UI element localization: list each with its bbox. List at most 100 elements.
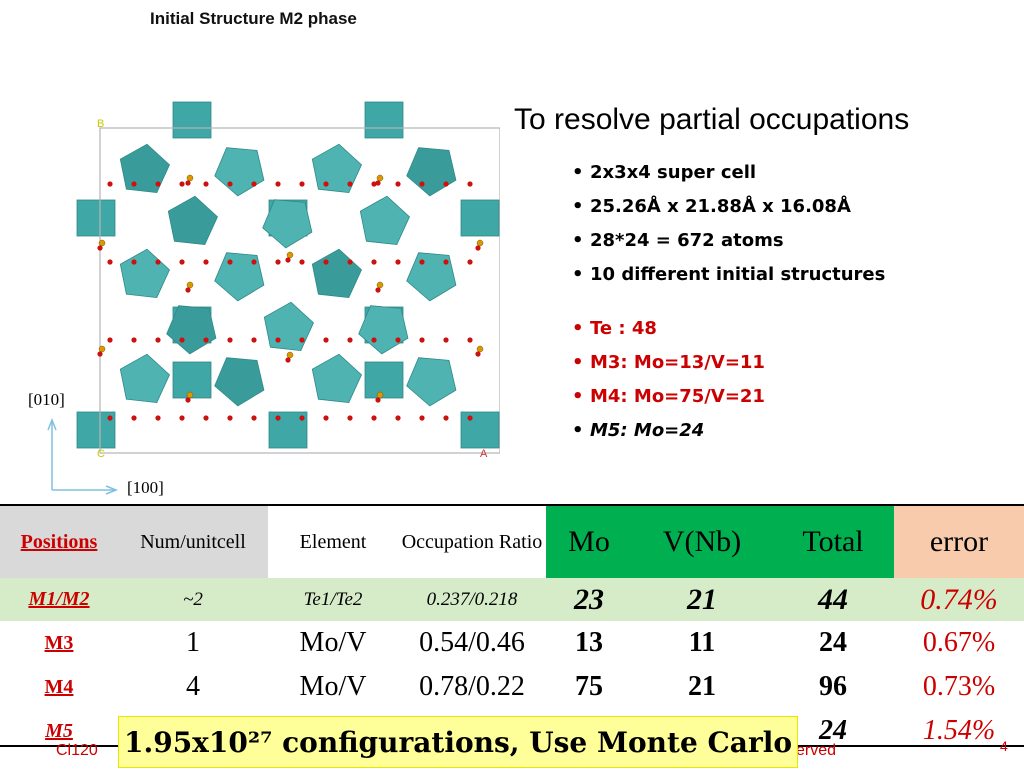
occupation-table: Positions Num/unitcell Element Occupatio…: [0, 504, 1024, 753]
bullet-item: M5: Mo=24: [572, 416, 885, 450]
pentagonal-octahedron: [263, 301, 314, 352]
table-cell: 24: [819, 715, 847, 746]
oxygen-atom: [227, 181, 233, 187]
pentagonal-octahedron: [406, 252, 457, 302]
te-atom: [98, 345, 106, 353]
oxygen-atom: [179, 415, 185, 421]
bullet-item: M3: Mo=13/V=11: [572, 348, 885, 382]
square-octahedron: [460, 199, 500, 237]
table-cell: 11: [688, 627, 716, 658]
table-cell: 0.54/0.46: [419, 627, 525, 658]
square-octahedron: [76, 199, 116, 237]
oxygen-atom: [443, 259, 449, 265]
pentagonal-octahedron: [214, 252, 265, 302]
oxygen-atom: [185, 397, 191, 403]
unit-cell-box: [99, 127, 500, 454]
oxygen-atom: [323, 259, 329, 265]
oxygen-atom: [375, 287, 381, 293]
header-cell: Occupation Ratio: [398, 504, 546, 578]
table-cell: Te1/Te2: [268, 578, 398, 621]
label-b: B: [97, 118, 104, 130]
oxygen-atom: [467, 415, 473, 421]
monte-carlo-callout: 1.95x10²⁷ configurations, Use Monte Carl…: [118, 716, 798, 768]
table-row: M4 4 Mo/V 0.78/0.22 75 21 96 0.73%: [0, 665, 1024, 709]
bullet-item: Te : 48: [572, 314, 885, 348]
oxygen-atom: [275, 415, 281, 421]
oxygen-atom: [475, 245, 481, 251]
header-cell: Total: [772, 504, 894, 578]
te-atom: [376, 174, 384, 182]
polyhedra-layer: [76, 101, 500, 449]
oxygen-atom: [155, 415, 161, 421]
oxygen-atom: [299, 259, 305, 265]
table-cell: 0.73%: [922, 671, 996, 702]
page-number: 4: [1000, 738, 1008, 754]
oxygen-atom: [371, 181, 377, 187]
header-cell: Element: [268, 504, 398, 578]
table-cell: 0.237/0.218: [398, 578, 546, 621]
table-cell: 96: [819, 671, 847, 702]
square-octahedron: [460, 411, 500, 449]
table-cell: M5: [45, 719, 73, 742]
crystal-structure-figure: B C A: [47, 101, 500, 495]
te-atom: [476, 345, 484, 353]
table-cell: 23: [546, 578, 632, 621]
oxygen-atom: [179, 337, 185, 343]
header-cell: Mo: [546, 504, 632, 578]
te-atom: [286, 351, 294, 359]
te-atom: [286, 251, 294, 259]
oxygen-atom: [371, 337, 377, 343]
bullet-item: 28*24 = 672 atoms: [572, 226, 885, 260]
table-cell: M1/M2: [0, 578, 118, 621]
oxygen-atom: [185, 287, 191, 293]
oxygen-atom: [107, 181, 113, 187]
te-atom: [98, 239, 106, 247]
oxygen-atom: [131, 415, 137, 421]
oxygen-atom: [203, 415, 209, 421]
bullet-list: 2x3x4 super cell 25.26Å x 21.88Å x 16.08…: [572, 158, 885, 450]
oxygen-atom: [97, 245, 103, 251]
oxygen-atom: [107, 259, 113, 265]
bullet-item: 25.26Å x 21.88Å x 16.08Å: [572, 192, 885, 226]
oxygen-atom: [475, 351, 481, 357]
table-cell: 1.54%: [922, 715, 996, 746]
te-atom: [376, 391, 384, 399]
oxygen-atom: [251, 259, 257, 265]
oxygen-atom: [275, 337, 281, 343]
oxygen-atom: [371, 259, 377, 265]
table-header-row: Positions Num/unitcell Element Occupatio…: [0, 504, 1024, 578]
oxygen-atom: [323, 415, 329, 421]
oxygen-atom: [227, 415, 233, 421]
te-atom: [186, 391, 194, 399]
te-atom: [376, 281, 384, 289]
oxygen-atom: [375, 180, 381, 186]
slide-title: Initial Structure M2 phase: [150, 9, 357, 28]
header-cell: Num/unitcell: [118, 504, 268, 578]
oxygen-atom: [131, 181, 137, 187]
oxygen-atom: [467, 259, 473, 265]
slide-heading: To resolve partial occupations: [514, 103, 910, 136]
table-cell: 0.74%: [894, 578, 1024, 621]
pentagonal-octahedron: [119, 353, 170, 404]
bullet-item: M4: Mo=75/V=21: [572, 382, 885, 416]
footer-right-text: erved: [796, 742, 837, 759]
square-octahedron: [364, 361, 404, 399]
oxygen-atom: [155, 337, 161, 343]
pentagonal-octahedron: [406, 147, 457, 197]
bullet-item: 10 different initial structures: [572, 260, 885, 294]
oxygen-atom: [275, 259, 281, 265]
te-atom: [186, 281, 194, 289]
square-octahedron: [364, 101, 404, 139]
oxygen-atom: [131, 337, 137, 343]
pentagonal-octahedron: [359, 195, 410, 246]
oxygen-atom: [419, 337, 425, 343]
te-atom: [186, 174, 194, 182]
label-a: A: [480, 448, 488, 460]
oxygen-atom: [299, 415, 305, 421]
header-cell: Positions: [0, 504, 118, 578]
te-atom: [476, 239, 484, 247]
oxygen-atom: [299, 181, 305, 187]
oxygen-atom: [155, 259, 161, 265]
oxygen-atom: [203, 337, 209, 343]
oxygen-atom: [347, 337, 353, 343]
